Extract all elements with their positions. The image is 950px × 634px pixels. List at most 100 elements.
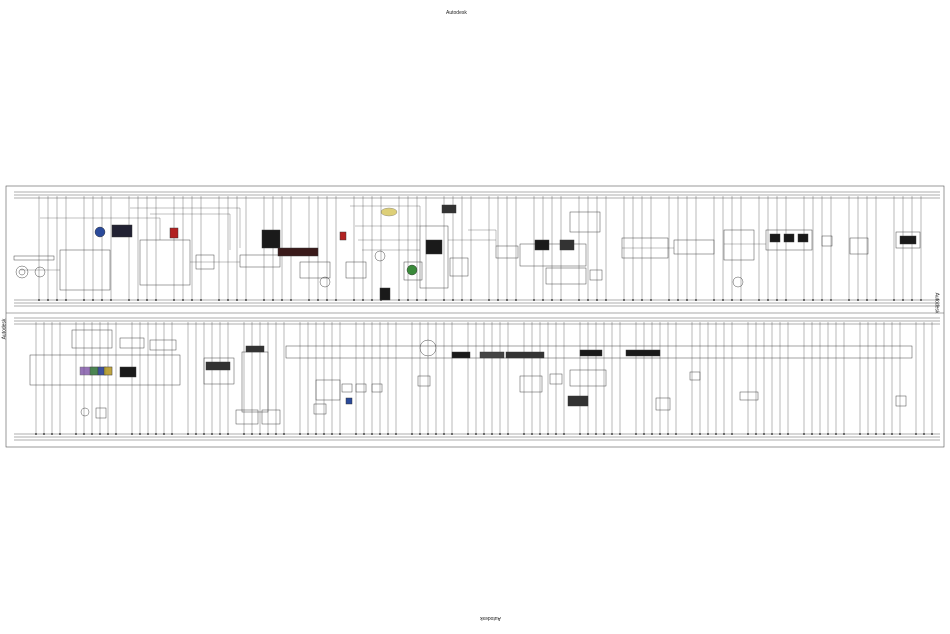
bottom-wire-node-94 — [915, 433, 917, 435]
top-wire-node-50 — [596, 299, 598, 301]
module-b — [139, 239, 191, 286]
top-wire-node-59 — [695, 299, 697, 301]
bottom-box-6 — [417, 375, 431, 387]
top-wire-node-75 — [875, 299, 877, 301]
top-wire-node-61 — [722, 299, 724, 301]
top-wire-node-21 — [272, 299, 274, 301]
top-wire-node-57 — [677, 299, 679, 301]
bottom-components — [29, 329, 913, 425]
bottom-box-4 — [355, 383, 367, 393]
bottom-wire-node-17 — [195, 433, 197, 435]
module-j — [589, 269, 603, 281]
top-wire-node-33 — [407, 299, 409, 301]
bottom-wire-node-61 — [603, 433, 605, 435]
top-wire-node-54 — [641, 299, 643, 301]
bottom-wire-node-41 — [419, 433, 421, 435]
top-wire-node-44 — [533, 299, 535, 301]
bottom-wire-node-9 — [115, 433, 117, 435]
module-b-indicator — [169, 227, 179, 239]
display-strip — [277, 247, 319, 257]
bottom-wire-node-65 — [643, 433, 645, 435]
bottom-wire-node-58 — [579, 433, 581, 435]
bottom-dark-1 — [119, 366, 137, 378]
top-wire-node-34 — [416, 299, 418, 301]
top-wire-node-51 — [605, 299, 607, 301]
bottom-wire-node-67 — [659, 433, 661, 435]
bottom-dark-strip-5 — [625, 349, 661, 357]
top-wire-node-19 — [245, 299, 247, 301]
bottom-wire-node-73 — [715, 433, 717, 435]
top-wire-node-71 — [830, 299, 832, 301]
top-wire-node-68 — [803, 299, 805, 301]
bottom-wire-node-46 — [467, 433, 469, 435]
module-g — [495, 245, 519, 259]
sheet-frame — [5, 185, 945, 448]
top-wire-node-79 — [920, 299, 922, 301]
bottom-wire-node-62 — [611, 433, 613, 435]
bottom-wire-node-19 — [211, 433, 213, 435]
bottom-box-11 — [895, 395, 907, 407]
top-wire-node-69 — [812, 299, 814, 301]
bottom-wire-node-21 — [227, 433, 229, 435]
bottom-wire-node-24 — [259, 433, 261, 435]
top-vertical-wires — [38, 196, 922, 301]
indicator-red — [339, 231, 347, 241]
ecu-side-block — [403, 261, 423, 281]
top-wire-node-40 — [488, 299, 490, 301]
bottom-wire-node-37 — [379, 433, 381, 435]
main-ecu-top — [419, 225, 449, 289]
bottom-wire-node-51 — [507, 433, 509, 435]
bottom-wire-node-7 — [99, 433, 101, 435]
bus-ground-node — [419, 339, 437, 357]
bottom-wire-node-60 — [595, 433, 597, 435]
motor-2 — [732, 276, 744, 288]
bottom-wire-node-54 — [539, 433, 541, 435]
bottom-wire-node-43 — [435, 433, 437, 435]
bottom-wire-node-16 — [187, 433, 189, 435]
top-wire-node-78 — [911, 299, 913, 301]
bottom-wire-node-36 — [371, 433, 373, 435]
top-wire-node-20 — [263, 299, 265, 301]
bottom-dark-strip-2 — [479, 351, 505, 359]
top-wire-node-28 — [353, 299, 355, 301]
module-n — [765, 229, 813, 251]
top-wire-node-38 — [461, 299, 463, 301]
top-wire-node-60 — [713, 299, 715, 301]
bottom-wire-node-85 — [827, 433, 829, 435]
connector-row-2 — [545, 267, 587, 285]
speaker-1 — [80, 407, 90, 417]
bottom-box-5 — [371, 383, 383, 393]
bottom-wire-node-5 — [83, 433, 85, 435]
top-wire-node-37 — [452, 299, 454, 301]
bottom-conn-2 — [149, 339, 177, 351]
bottom-wire-node-63 — [619, 433, 621, 435]
top-wire-node-6 — [101, 299, 103, 301]
top-wire-node-64 — [758, 299, 760, 301]
top-wire-node-73 — [857, 299, 859, 301]
top-wire-node-48 — [578, 299, 580, 301]
bottom-wire-node-8 — [107, 433, 109, 435]
top-wire-node-22 — [281, 299, 283, 301]
bottom-wire-node-72 — [707, 433, 709, 435]
connector-row-1 — [239, 254, 281, 268]
top-wire-node-12 — [173, 299, 175, 301]
top-wire-node-26 — [326, 299, 328, 301]
ecu-connector-green — [406, 264, 418, 276]
bottom-wire-node-0 — [35, 433, 37, 435]
bottom-wire-node-33 — [339, 433, 341, 435]
top-wire-node-15 — [200, 299, 202, 301]
bottom-wire-node-34 — [355, 433, 357, 435]
bottom-wire-node-66 — [651, 433, 653, 435]
bottom-wire-node-79 — [771, 433, 773, 435]
bottom-wire-node-74 — [723, 433, 725, 435]
module-l — [673, 239, 715, 255]
bottom-bus-lines — [14, 317, 940, 441]
relay-block-2 — [261, 409, 281, 425]
bottom-wire-node-93 — [899, 433, 901, 435]
bottom-wire-node-86 — [835, 433, 837, 435]
bottom-wire-node-88 — [859, 433, 861, 435]
bottom-wire-node-11 — [139, 433, 141, 435]
module-m — [723, 229, 755, 261]
bottom-wire-node-59 — [587, 433, 589, 435]
